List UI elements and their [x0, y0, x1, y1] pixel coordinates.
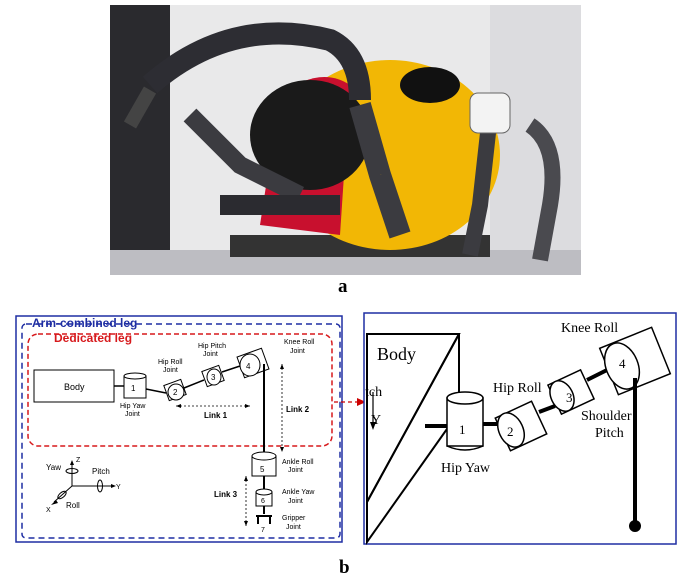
ankle-roll-joint-label-2: Joint	[288, 467, 303, 474]
joint-1-number-closeup: 1	[459, 422, 466, 437]
shoulder-pitch-label: Shoulder	[581, 409, 632, 424]
joint-6-number: 6	[261, 498, 265, 505]
y-axis-label: Y	[116, 484, 121, 491]
hip-yaw-joint-label: Hip Yaw	[120, 403, 146, 410]
dedicated-leg-title: Dedicated leg	[54, 331, 132, 345]
y-axis-label-closeup: Y	[371, 413, 381, 428]
joint-3-number-closeup: 3	[566, 390, 573, 405]
arm-combined-leg-boundary	[21, 323, 341, 539]
joint-2-number: 2	[173, 388, 178, 397]
gripper-joint-7	[256, 515, 272, 524]
zoom-arrow	[334, 398, 366, 406]
robot-photo	[110, 5, 581, 275]
knee-roll-joint-label: Knee Roll	[284, 339, 315, 346]
dedicated-leg-boundary	[27, 333, 333, 447]
x-axis-label: X	[46, 507, 51, 514]
hip-yaw-label: Hip Yaw	[441, 461, 491, 476]
joint-7-number: 7	[261, 527, 265, 534]
joint-3-number: 3	[211, 373, 216, 382]
panel-b-label: b	[339, 557, 350, 578]
joint-5-number: 5	[260, 465, 265, 474]
hip-yaw-cylinder	[446, 391, 484, 451]
joint-4-cylinder	[236, 347, 270, 379]
coordinate-axes	[51, 460, 116, 505]
hip-pitch-joint-label: Hip Pitch	[198, 343, 226, 350]
pitch-label: Pitch	[92, 467, 110, 476]
shoulder-pitch-label-2: Pitch	[595, 426, 624, 441]
knee-roll-cylinder	[598, 326, 672, 396]
hip-pitch-joint-label-2: Joint	[203, 351, 218, 358]
ankle-roll-joint-label: Ankle Roll	[282, 459, 314, 466]
arm-combined-leg-title: Arm-combined leg	[32, 316, 137, 330]
foot-end	[629, 520, 641, 532]
link-1-label: Link 1	[204, 411, 228, 420]
joint-5-cylinder	[251, 451, 277, 477]
joint-1-number: 1	[131, 384, 136, 393]
arm-combined-leg-frame	[15, 315, 343, 543]
panel-a-label: a	[338, 276, 348, 297]
gripper-joint-label: Gripper	[282, 515, 306, 522]
link-3-label: Link 3	[214, 490, 238, 499]
ankle-yaw-joint-label-2: Joint	[288, 498, 303, 505]
hip-roll-joint-label: Hip Roll	[158, 359, 183, 366]
leg-joint-schematic: Arm-combined leg Dedicated leg Body 1 Hi…	[15, 315, 343, 543]
hip-roll-label: Hip Roll	[493, 381, 542, 396]
leg-joint-closeup: Body tch Y 1 Hip Yaw 2 Hip Roll 3 Should…	[363, 312, 677, 545]
knee-roll-label: Knee Roll	[561, 321, 618, 336]
yaw-label: Yaw	[46, 463, 61, 472]
joint-3-cylinder	[201, 364, 225, 388]
joint-4-number: 4	[246, 362, 251, 371]
body-label-closeup: Body	[377, 344, 416, 364]
joint-4-number-closeup: 4	[619, 356, 626, 371]
z-axis-label: Z	[76, 457, 81, 464]
hip-roll-joint-label-2: Joint	[163, 367, 178, 374]
body-label: Body	[64, 382, 85, 392]
roll-label: Roll	[66, 501, 80, 510]
hip-roll-cylinder	[494, 400, 548, 452]
joint-2-cylinder	[163, 378, 187, 402]
ankle-yaw-joint-label: Ankle Yaw	[282, 489, 315, 496]
hip-yaw-joint-label-2: Joint	[125, 411, 140, 418]
joint-2-number-closeup: 2	[507, 424, 514, 439]
link-2-label: Link 2	[286, 405, 310, 414]
shoulder-pitch-cylinder	[546, 368, 596, 416]
gripper-joint-label-2: Joint	[286, 524, 301, 531]
knee-roll-joint-label-2: Joint	[290, 348, 305, 355]
